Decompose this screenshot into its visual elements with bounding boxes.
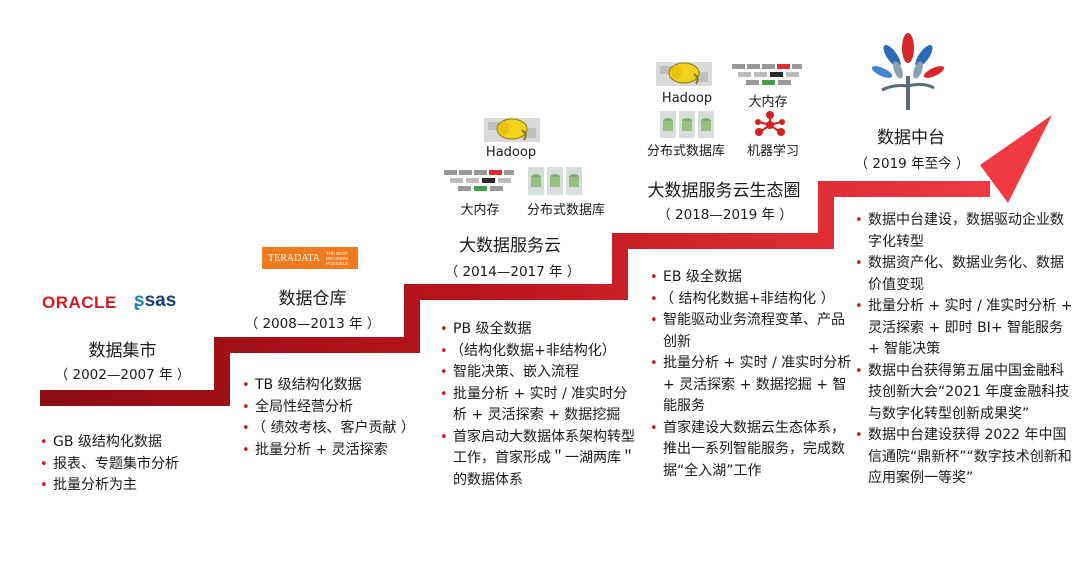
list-item: 批量分析 + 灵活探索 — [240, 440, 420, 462]
list-item: 数据中台获得第五届中国金融科技创新大会“2021 年度金融科技与数字化转型创新成… — [853, 361, 1073, 426]
list-item: 批量分析 + 实时 / 准实时分析 + 灵活探索 + 数据挖掘 — [438, 384, 638, 427]
list-item: 批量分析为主 — [38, 475, 223, 497]
hadoop-elephant-icon — [656, 62, 712, 86]
list-item: 智能决策、嵌入流程 — [438, 362, 638, 384]
memory-label: 大内存 — [748, 95, 788, 110]
memory-blocks-icon — [444, 170, 514, 191]
stage-3-title: 大数据服务云 — [459, 236, 561, 256]
list-item: 数据中台建设，数据驱动企业数字化转型 — [853, 210, 1073, 253]
arrow-head — [980, 115, 1052, 203]
hadoop-label: Hadoop — [485, 145, 537, 160]
list-item: 首家建设大数据云生态体系，推出一系列智能服务，完成数据“全入湖”工作 — [648, 418, 853, 483]
stage-4-period: （ 2018—2019 年 ） — [657, 207, 793, 223]
list-item: TB 级结构化数据 — [240, 375, 420, 397]
stage-1-title: 数据集市 — [88, 341, 157, 361]
stage-5-title: 数据中台 — [877, 128, 945, 148]
list-item: 批量分析 + 实时 / 准实时分析 + 灵活探索 + 数据挖掘 + 智能服务 — [648, 353, 853, 418]
teradata-logo: TERADATA THE BEST DECISION POSSIBLE — [262, 247, 358, 269]
stage-2-period: （ 2008—2013 年 ） — [244, 316, 381, 332]
list-item: 数据资产化、数据业务化、数据价值变现 — [853, 253, 1073, 296]
stage-2-title: 数据仓库 — [278, 289, 347, 309]
list-item: 首家启动大数据体系架构转型工作，首家形成＂一湖两库＂的数据体系 — [438, 427, 638, 492]
list-item: 智能驱动业务流程变革、产品创新 — [648, 310, 853, 353]
list-item: PB 级全数据 — [438, 319, 638, 341]
list-item: （ 结构化数据+非结构化 ） — [648, 289, 853, 311]
list-item: （ 绩效考核、客户贡献 ） — [240, 418, 420, 440]
oracle-logo: ORACLE — [42, 293, 117, 312]
stage-5-bullets: 数据中台建设，数据驱动企业数字化转型 数据资产化、数据业务化、数据价值变现 批量… — [853, 210, 1073, 490]
memory-label: 大内存 — [460, 203, 500, 218]
distributed-db-icon — [528, 167, 582, 195]
stage-1-period: （ 2002—2007 年 ） — [54, 367, 191, 383]
list-item: 批量分析 + 实时 / 准实时分析 + 灵活探索 + 即时 BI+ 智能服务 +… — [853, 296, 1073, 361]
distributed-db-icon — [660, 111, 714, 138]
list-item: GB 级结构化数据 — [38, 432, 223, 454]
staircase-path — [40, 181, 990, 406]
stage-3-period: （ 2014—2017 年 ） — [444, 264, 581, 280]
list-item: EB 级全数据 — [648, 267, 853, 289]
stage-4-title: 大数据服务云生态圈 — [647, 181, 801, 201]
hadoop-label: Hadoop — [661, 91, 713, 106]
distributed-db-label: 分布式数据库 — [526, 203, 605, 218]
stage-2-bullets: TB 级结构化数据 全局性经营分析 （ 绩效考核、客户贡献 ） 批量分析 + 灵… — [240, 375, 420, 461]
tree-logo-icon — [871, 33, 945, 110]
list-item: 报表、专题集市分析 — [38, 454, 223, 476]
stage-4-bullets: EB 级全数据 （ 结构化数据+非结构化 ） 智能驱动业务流程变革、产品创新 批… — [648, 267, 853, 482]
list-item: 数据中台建设获得 2022 年中国信通院“鼎新杯”“数字技术创新和应用案例一等奖… — [853, 425, 1073, 490]
hadoop-elephant-icon — [484, 118, 540, 142]
ml-label: 机器学习 — [746, 144, 799, 159]
machine-learning-icon — [755, 111, 785, 136]
stage-5-period: （ 2019 年至今 ） — [854, 156, 970, 172]
sas-logo: ʂsas — [134, 290, 177, 311]
memory-blocks-icon — [732, 64, 802, 85]
stage-1-bullets: GB 级结构化数据 报表、专题集市分析 批量分析为主 — [38, 432, 223, 497]
distributed-db-label: 分布式数据库 — [646, 144, 725, 159]
list-item: （结构化数据+非结构化） — [438, 341, 638, 363]
list-item: 全局性经营分析 — [240, 397, 420, 419]
stage-3-bullets: PB 级全数据 （结构化数据+非结构化） 智能决策、嵌入流程 批量分析 + 实时… — [438, 319, 638, 491]
